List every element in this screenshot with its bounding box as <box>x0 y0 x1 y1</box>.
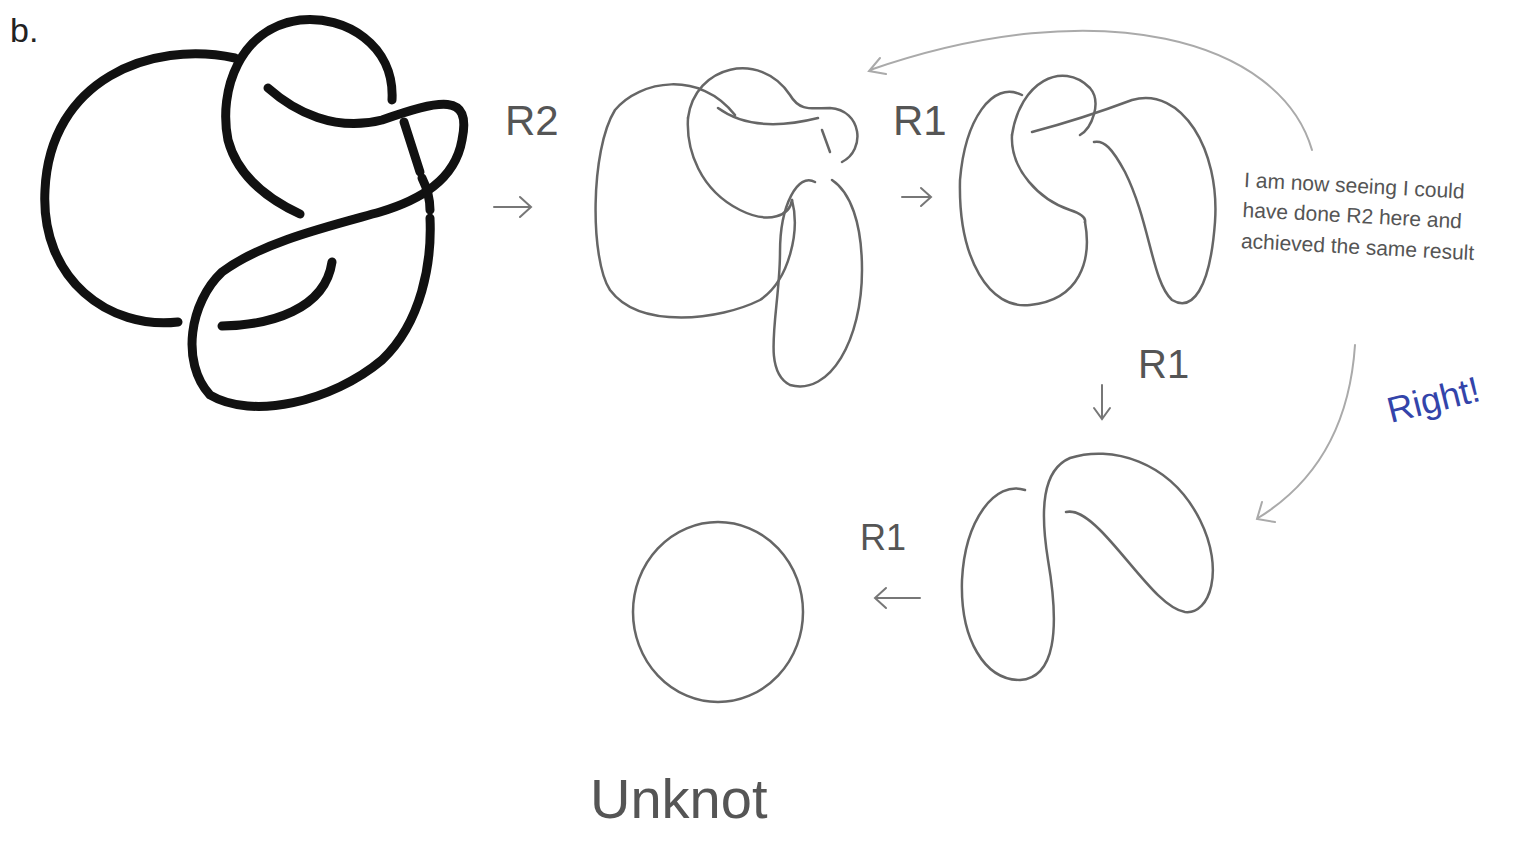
move-label: R1 <box>860 518 906 558</box>
result-label: Unknot <box>590 768 767 830</box>
grader-comment: Right! <box>1383 369 1484 430</box>
knot-drawing <box>960 76 1216 306</box>
knot-drawing <box>596 68 862 386</box>
knot-drawing <box>962 454 1213 680</box>
move-label: R2 <box>505 98 559 144</box>
knot-drawing <box>45 19 464 406</box>
student-note: I am now seeing I could have done R2 her… <box>1240 165 1509 270</box>
part-letter: b. <box>10 12 38 49</box>
unknot-circle <box>633 522 803 702</box>
step-arrow <box>494 188 1110 608</box>
move-label: R1 <box>893 98 947 144</box>
move-label: R1 <box>1138 342 1189 386</box>
note-arrow <box>869 31 1355 522</box>
